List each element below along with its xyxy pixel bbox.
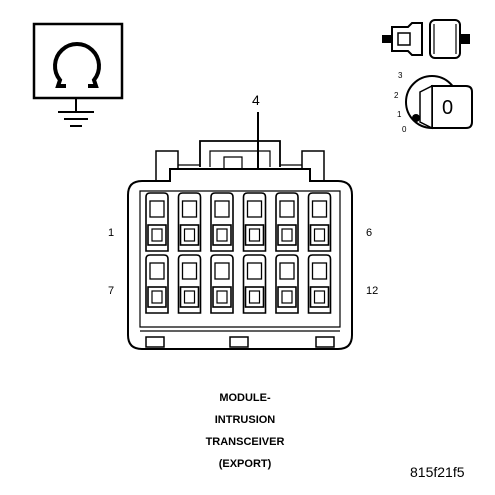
pin-cavity-6 — [307, 192, 332, 252]
switch-position-3: 3 — [398, 71, 403, 80]
title-line-4: (EXPORT) — [218, 458, 272, 470]
pin-cavity-7 — [145, 254, 169, 314]
connector-face-icon — [127, 140, 353, 350]
ignition-switch-icon: 3 2 1 0 0 — [394, 71, 473, 134]
pin-cavity-5 — [275, 192, 299, 252]
ignition-key-icon — [382, 19, 470, 59]
figure-code: 815f21f5 — [410, 464, 465, 480]
row2-right-label: 12 — [366, 285, 379, 297]
pin-cavity-9 — [210, 254, 234, 314]
pin-cavity-2 — [177, 192, 202, 252]
pin-cavity-12 — [307, 254, 332, 314]
pin-cavity-10 — [242, 254, 267, 314]
switch-current-position: 0 — [442, 97, 453, 119]
title-line-2: INTRUSION — [214, 414, 276, 426]
title-line-3: TRANSCEIVER — [205, 436, 285, 448]
switch-position-2: 2 — [394, 91, 399, 100]
pin-cavity-3 — [210, 192, 234, 252]
switch-position-1: 1 — [397, 110, 402, 119]
row2-left-label: 7 — [108, 285, 115, 297]
pin-pointer-label: 4 — [252, 92, 260, 108]
pin-cavity-8 — [177, 254, 202, 314]
row1-right-label: 6 — [366, 227, 373, 239]
ohm-ground-icon — [32, 22, 124, 127]
row1-left-label: 1 — [108, 227, 115, 239]
pin-cavity-11 — [275, 254, 299, 314]
pin-cavity-1 — [145, 192, 169, 252]
title-line-1: MODULE- — [219, 392, 271, 404]
pin-cavity-4 — [242, 192, 267, 252]
switch-position-0: 0 — [402, 125, 407, 134]
